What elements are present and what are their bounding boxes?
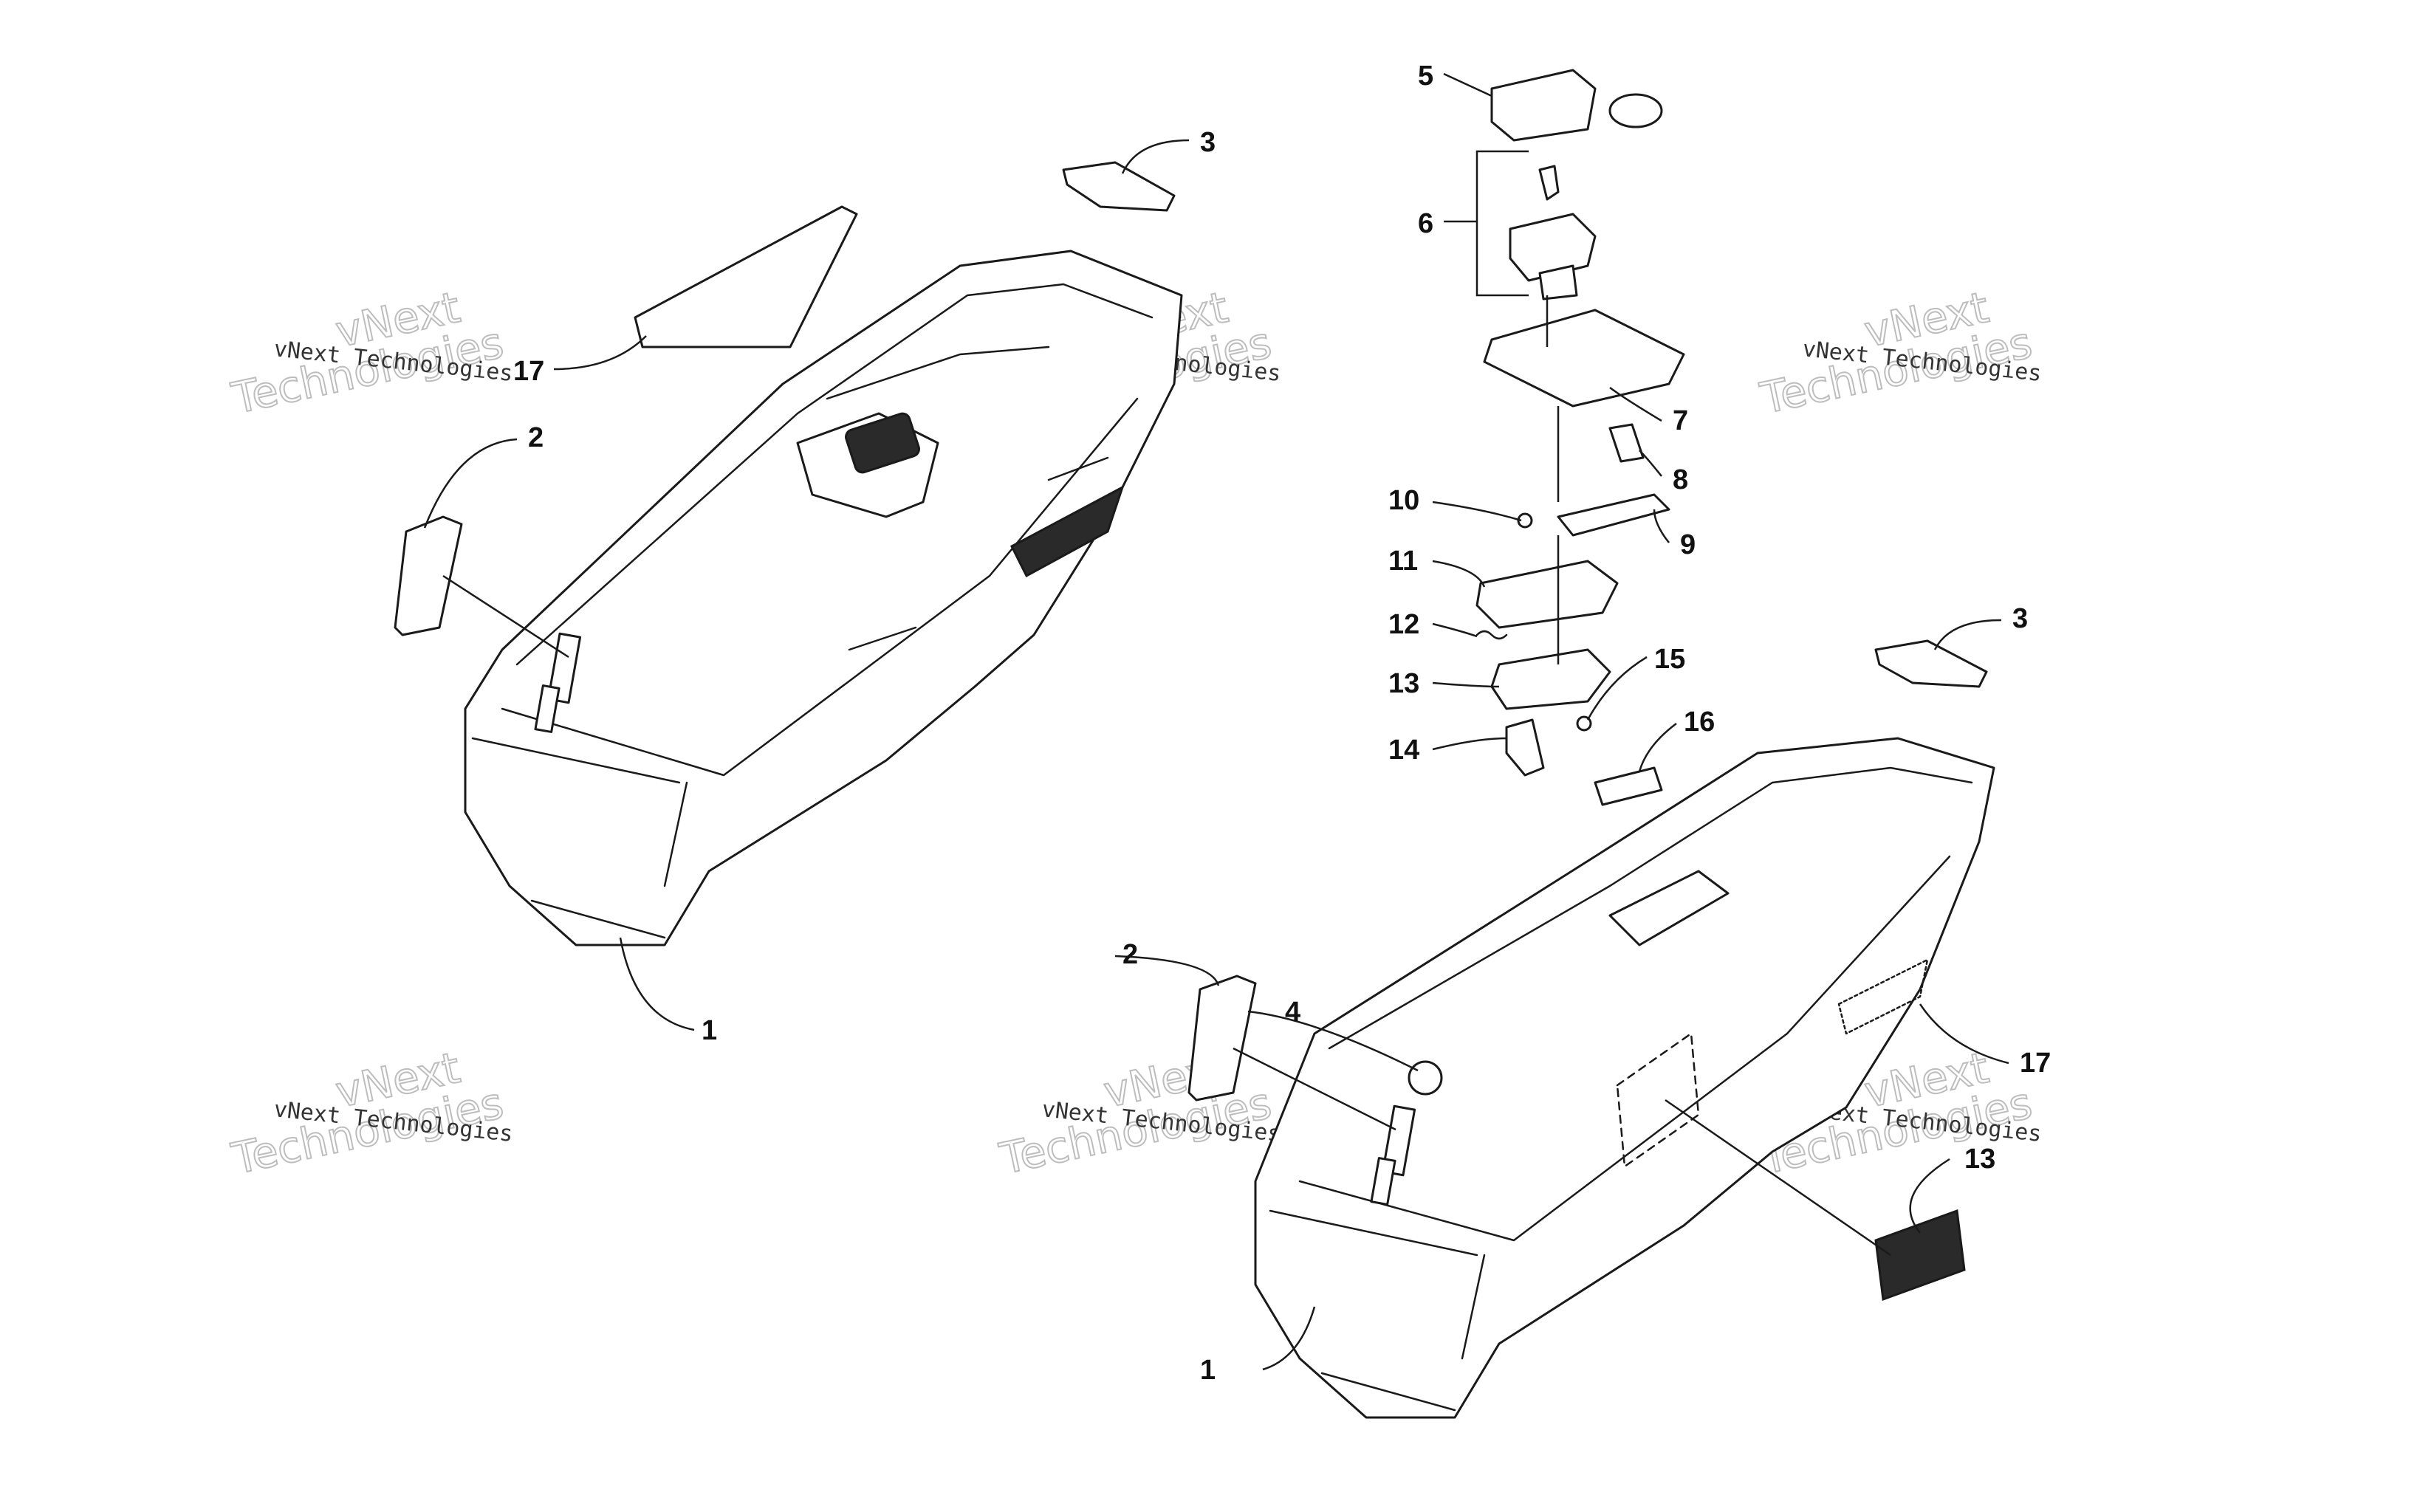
watermark-top-left: vNext Technologies vNext Technologies: [227, 281, 514, 425]
leader-lines: [423, 72, 2009, 1371]
grommet-4: [1408, 1060, 1443, 1096]
callout-17-right: 17: [2020, 1048, 2051, 1079]
callout-13-latch: 13: [1388, 668, 1419, 699]
callout-15: 15: [1654, 644, 1685, 675]
callout-2-left: 2: [528, 422, 544, 453]
pad-17-left: [634, 205, 858, 348]
callout-7: 7: [1673, 405, 1688, 436]
callout-17-left: 17: [513, 356, 544, 387]
callout-4: 4: [1285, 997, 1300, 1028]
watermark-bottom-left: vNext Technologies vNext Technologies: [227, 1042, 514, 1185]
callout-12: 12: [1388, 609, 1419, 640]
label-decal-13: [1874, 1209, 1966, 1302]
saddlebag-left: [464, 250, 1183, 946]
callout-1-left: 1: [702, 1015, 717, 1046]
callout-3-right: 3: [2012, 603, 2028, 634]
saddlebag-right: [1254, 737, 1995, 1419]
callout-14: 14: [1388, 735, 1419, 766]
callout-labels: 1 1 2 2 3 3 4 5 6 7 8 9 10 11 12 13 13 1…: [513, 61, 2051, 1386]
callout-13-decal: 13: [1964, 1144, 1995, 1175]
callout-8: 8: [1673, 464, 1688, 495]
lock-assembly: [1475, 69, 1685, 806]
callout-3-left: 3: [1200, 127, 1216, 158]
callout-1-right: 1: [1200, 1355, 1216, 1386]
callout-5: 5: [1418, 61, 1433, 92]
callout-16: 16: [1684, 707, 1715, 738]
reflector-3-left: [1062, 161, 1176, 212]
callout-11: 11: [1388, 546, 1418, 577]
callout-6: 6: [1418, 208, 1433, 239]
callout-10: 10: [1388, 485, 1419, 516]
watermark-top-right: vNext Technologies vNext Technologies: [1755, 281, 2043, 425]
latch-2-right: [1187, 975, 1257, 1102]
latch-2-left: [394, 515, 463, 636]
callout-9: 9: [1680, 529, 1696, 560]
reflector-3-right: [1874, 639, 1988, 688]
callout-2-right: 2: [1122, 939, 1138, 970]
